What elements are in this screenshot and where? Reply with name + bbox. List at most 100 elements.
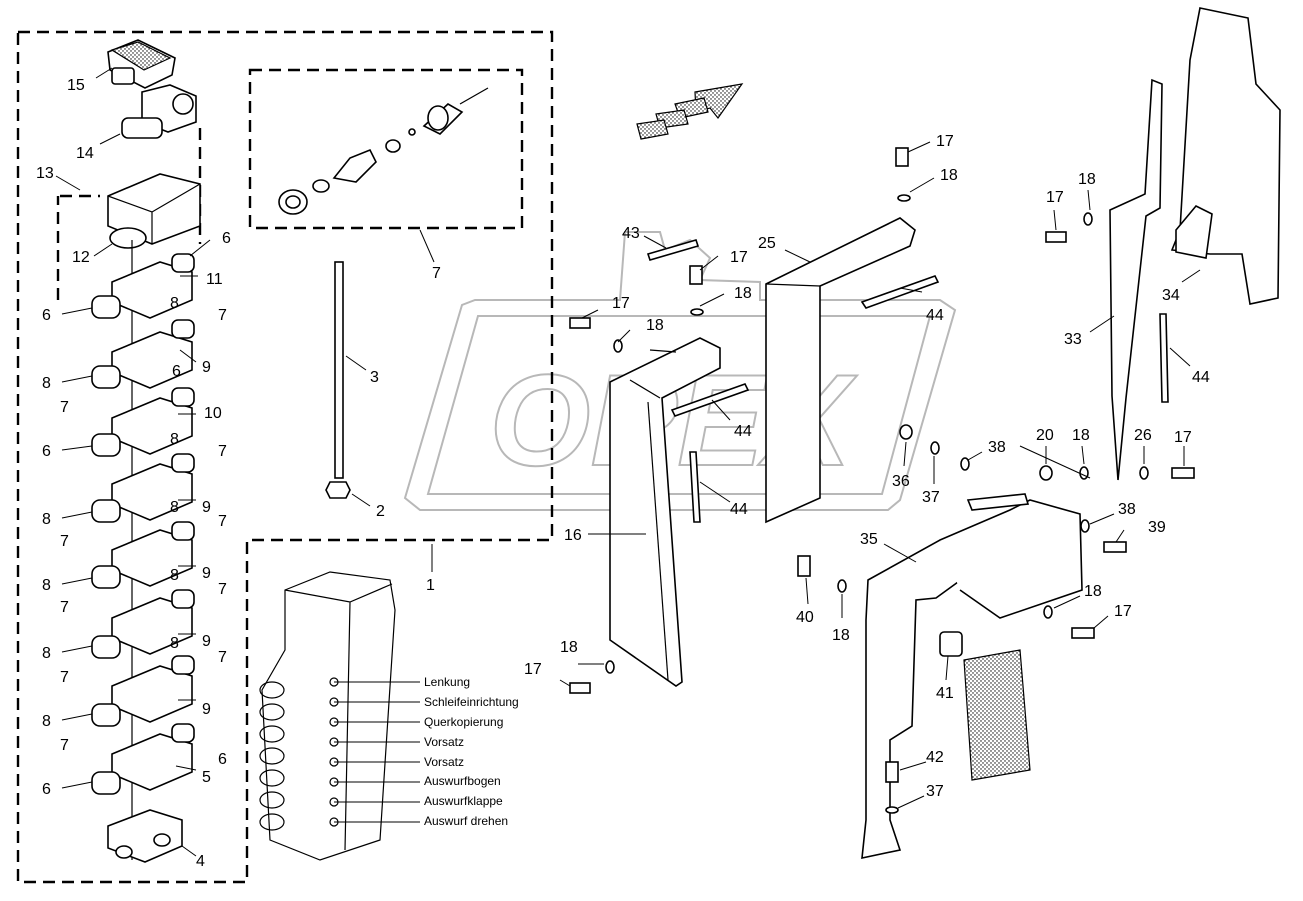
bracket-25 bbox=[765, 217, 916, 524]
function-label: Auswurfbogen bbox=[424, 774, 501, 788]
section-valve-6-5 bbox=[91, 723, 195, 795]
section-valve-6-11 bbox=[91, 253, 195, 319]
callout-6: 6 bbox=[42, 307, 51, 324]
callout-37: 37 bbox=[922, 489, 940, 506]
callout-9: 9 bbox=[202, 499, 211, 516]
callout-1: 1 bbox=[426, 577, 435, 594]
callout-7: 7 bbox=[432, 265, 441, 282]
panel-34 bbox=[1170, 7, 1281, 305]
callout-17: 17 bbox=[936, 133, 954, 150]
function-label: Vorsatz bbox=[424, 735, 464, 749]
callout-5: 5 bbox=[202, 769, 211, 786]
strips-44 bbox=[646, 239, 1169, 523]
callout-7: 7 bbox=[60, 533, 69, 550]
callout-17: 17 bbox=[1174, 429, 1192, 446]
callout-40: 40 bbox=[796, 609, 814, 626]
valve-block-13 bbox=[107, 173, 201, 249]
callout-7: 7 bbox=[60, 737, 69, 754]
callout-7: 7 bbox=[218, 649, 227, 666]
valve-insert-parts bbox=[278, 87, 489, 215]
callout-8: 8 bbox=[42, 511, 51, 528]
callout-38: 38 bbox=[1118, 501, 1136, 518]
callout-18: 18 bbox=[1072, 427, 1090, 444]
callout-17: 17 bbox=[1114, 603, 1132, 620]
callout-6: 6 bbox=[172, 363, 181, 380]
section-valve-8-9-c bbox=[91, 521, 195, 589]
callout-8: 8 bbox=[170, 567, 179, 584]
callout-numbers: 15 14 13 12 6 11 6 8 7 9 8 7 6 10 6 8 7 … bbox=[36, 77, 1210, 870]
callout-35: 35 bbox=[860, 531, 878, 548]
callout-18: 18 bbox=[940, 167, 958, 184]
callout-18: 18 bbox=[734, 285, 752, 302]
end-plate-4 bbox=[107, 809, 183, 863]
function-label: Auswurfklappe bbox=[424, 794, 503, 808]
callout-15: 15 bbox=[67, 77, 85, 94]
callout-39: 39 bbox=[1148, 519, 1166, 536]
callout-8: 8 bbox=[170, 431, 179, 448]
callout-6: 6 bbox=[218, 751, 227, 768]
callout-37: 37 bbox=[926, 783, 944, 800]
callout-36: 36 bbox=[892, 473, 910, 490]
callout-7: 7 bbox=[218, 513, 227, 530]
direction-arrow-icon bbox=[636, 83, 744, 140]
pilot-valve-14 bbox=[121, 84, 197, 139]
callout-7: 7 bbox=[218, 581, 227, 598]
callout-26: 26 bbox=[1134, 427, 1152, 444]
callout-17: 17 bbox=[612, 295, 630, 312]
section-valve-8-9-b bbox=[91, 453, 195, 523]
function-label: Schleifeinrichtung bbox=[424, 695, 519, 709]
callout-20: 20 bbox=[1036, 427, 1054, 444]
callout-33: 33 bbox=[1064, 331, 1082, 348]
group-box-valve-insert bbox=[248, 68, 524, 230]
callout-8: 8 bbox=[42, 713, 51, 730]
fasteners bbox=[569, 147, 1195, 814]
callout-2: 2 bbox=[376, 503, 385, 520]
callout-16: 16 bbox=[564, 527, 582, 544]
callout-25: 25 bbox=[758, 235, 776, 252]
panel-33 bbox=[1109, 78, 1163, 481]
callout-11: 11 bbox=[206, 271, 223, 288]
callout-7: 7 bbox=[218, 307, 227, 324]
callout-43: 43 bbox=[622, 225, 640, 242]
callout-41: 41 bbox=[936, 685, 954, 702]
callout-44: 44 bbox=[734, 423, 752, 440]
function-labels: Lenkung Schleifeinrichtung Querkopierung… bbox=[424, 675, 519, 828]
section-valve-8-9-a bbox=[91, 319, 195, 389]
callout-38: 38 bbox=[988, 439, 1006, 456]
watermark-logo: OPEX bbox=[403, 231, 957, 549]
callout-9: 9 bbox=[202, 565, 211, 582]
callout-9: 9 bbox=[202, 633, 211, 650]
callout-42: 42 bbox=[926, 749, 944, 766]
callout-8: 8 bbox=[170, 295, 179, 312]
callout-8: 8 bbox=[170, 635, 179, 652]
callout-7: 7 bbox=[60, 669, 69, 686]
callout-8: 8 bbox=[42, 577, 51, 594]
control-block-overview bbox=[259, 571, 420, 861]
callout-17: 17 bbox=[524, 661, 542, 678]
callout-9: 9 bbox=[202, 701, 211, 718]
tie-rod-3 bbox=[325, 261, 351, 499]
callout-34: 34 bbox=[1162, 287, 1180, 304]
callout-6: 6 bbox=[42, 443, 51, 460]
callout-18: 18 bbox=[1084, 583, 1102, 600]
callout-7: 7 bbox=[60, 599, 69, 616]
callout-14: 14 bbox=[76, 145, 94, 162]
section-valve-8-9-e bbox=[91, 655, 195, 727]
callout-17: 17 bbox=[1046, 189, 1064, 206]
callout-17: 17 bbox=[730, 249, 748, 266]
callout-7: 7 bbox=[218, 443, 227, 460]
callout-44: 44 bbox=[730, 501, 748, 518]
callout-18: 18 bbox=[560, 639, 578, 656]
function-label: Auswurf drehen bbox=[424, 814, 508, 828]
leader-lines bbox=[55, 67, 1201, 857]
callout-6: 6 bbox=[222, 230, 231, 247]
function-label: Querkopierung bbox=[424, 715, 503, 729]
callout-7: 7 bbox=[60, 399, 69, 416]
callout-12: 12 bbox=[72, 249, 90, 266]
callout-9: 9 bbox=[202, 359, 211, 376]
callout-10: 10 bbox=[204, 405, 222, 422]
callout-18: 18 bbox=[832, 627, 850, 644]
function-label: Vorsatz bbox=[424, 755, 464, 769]
callout-13: 13 bbox=[36, 165, 54, 182]
